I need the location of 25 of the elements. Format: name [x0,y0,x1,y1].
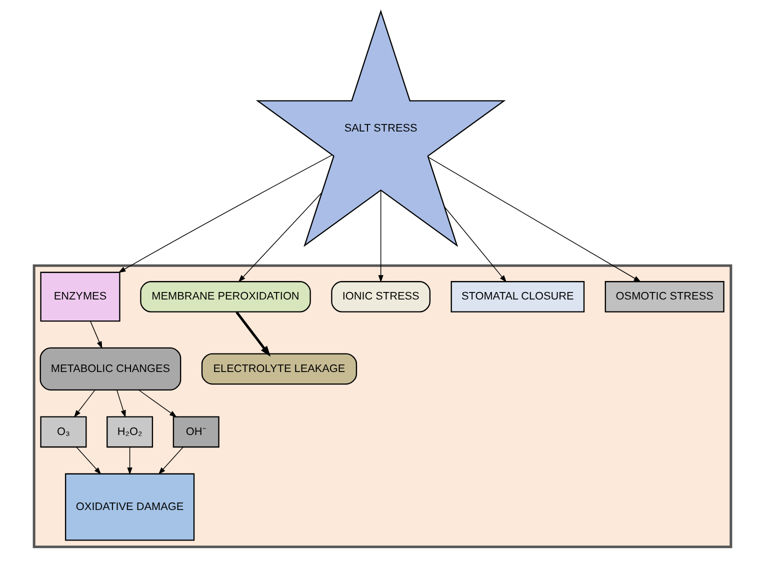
arrow [158,446,183,475]
arrow [118,154,332,273]
arrow [238,192,322,282]
node-box: ENZYMES [40,272,120,322]
arrow [378,190,383,282]
arrow [138,390,176,418]
node-box: STOMATAL CLOSURE [450,281,584,312]
arrow [76,446,101,475]
node-box: OH⁻ [172,416,219,448]
node-box: O₃ [40,416,86,448]
arrow [116,390,126,418]
node-box: ELECTROLYTE LEAKAGE [200,353,357,385]
arrow [126,446,132,475]
arrow [235,311,270,357]
node-box: IONIC STRESS [330,281,430,312]
arrow [443,206,506,282]
node-box: METABOLIC CHANGES [39,347,181,390]
cluster [32,264,732,548]
node-box: OSMOTIC STRESS [604,281,724,312]
node-box: H₂O₂ [106,416,153,448]
arrow [73,390,95,418]
arrow [90,321,102,349]
node-box: MEMBRANE PEROXIDATION [140,281,310,312]
arrow [427,156,641,282]
node-box: OXIDATIVE DAMAGE [64,473,194,541]
